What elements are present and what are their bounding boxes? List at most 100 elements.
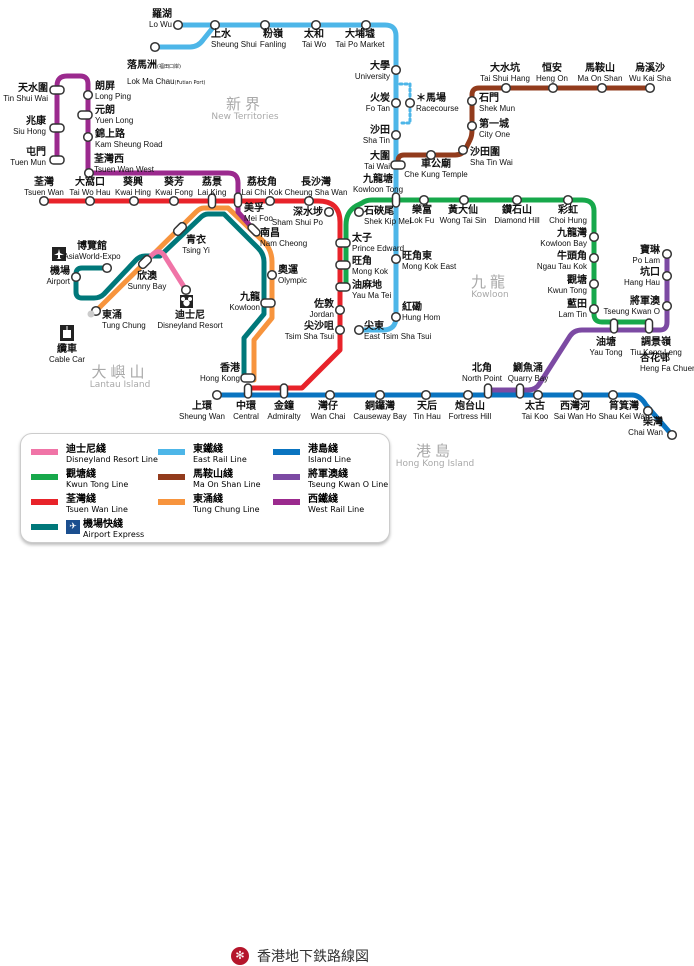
interchange-marker-nam_cheong[interactable] [247, 223, 262, 238]
station-marker-tin_hau[interactable] [420, 389, 432, 401]
station-marker-wu_kai_sha[interactable] [644, 82, 656, 94]
station-marker-tsuen_wan_west[interactable] [83, 167, 95, 179]
station-marker-diamond_hill[interactable] [511, 194, 523, 206]
station-marker-city_one[interactable] [466, 120, 478, 132]
interchange-marker-yau_tong[interactable] [609, 318, 619, 334]
interchange-marker-admiralty[interactable] [279, 383, 289, 399]
station-marker-ngau_tau_kok[interactable] [588, 252, 600, 264]
interchange-marker-mong_kok[interactable] [335, 260, 351, 270]
station-marker-tseung_kwan_o[interactable] [661, 300, 673, 312]
station-marker-shau_kei_wan[interactable] [607, 389, 619, 401]
station-marker-shek_mun[interactable] [466, 95, 478, 107]
station-marker-mong_kok_east[interactable] [390, 253, 402, 265]
station-marker-fortress_hill[interactable] [462, 389, 474, 401]
station-marker-university[interactable] [390, 64, 402, 76]
station-marker-kwai_hing[interactable] [128, 195, 140, 207]
station-marker-airport[interactable] [70, 271, 82, 283]
interchange-marker-yuen_long[interactable] [77, 110, 93, 120]
station-marker-tsim_sha_tsui[interactable] [334, 324, 346, 336]
station-marker-fanling[interactable] [259, 19, 271, 31]
station-marker-ma_on_shan[interactable] [596, 82, 608, 94]
station-marker-lai_chi_kok[interactable] [264, 195, 276, 207]
interchange-marker-prince_edward[interactable] [335, 238, 351, 248]
station-marker-hang_hau[interactable] [661, 270, 673, 282]
station-marker-che_kung_temple[interactable] [425, 149, 437, 161]
station-marker-kwun_tong[interactable] [588, 278, 600, 290]
interchange-marker-yau_ma_tei[interactable] [335, 282, 351, 292]
station-marker-sha_tin[interactable] [390, 129, 402, 141]
station-marker-tai_shui_hang[interactable] [500, 82, 512, 94]
interchange-marker-north_point[interactable] [483, 383, 493, 399]
interchange-marker-hong_kong[interactable] [240, 373, 256, 383]
station-marker-olympic[interactable] [266, 269, 278, 281]
station-marker-kowloon_bay[interactable] [588, 231, 600, 243]
station-label-lok_ma_chau[interactable]: 落馬洲(福田口岸)Lok Ma Chau(Futian Port) [127, 55, 205, 87]
station-marker-sha_tin_wai[interactable] [457, 144, 469, 156]
interchange-marker-kowloon[interactable] [260, 298, 276, 308]
station-marker-causeway_bay[interactable] [374, 389, 386, 401]
station-marker-kam_sheung_road[interactable] [82, 131, 94, 143]
interchange-marker-siu_hong[interactable] [49, 123, 65, 133]
interchange-marker-sunny_bay[interactable] [137, 254, 153, 270]
station-marker-racecourse[interactable] [404, 97, 416, 109]
station-marker-tai_wo_hau[interactable] [84, 195, 96, 207]
station-marker-sai_wan_ho[interactable] [572, 389, 584, 401]
station-marker-jordan[interactable] [334, 304, 346, 316]
station-marker-shek_kip_mei[interactable] [353, 206, 365, 218]
interchange-marker-tin_shui_wai[interactable] [49, 85, 65, 95]
